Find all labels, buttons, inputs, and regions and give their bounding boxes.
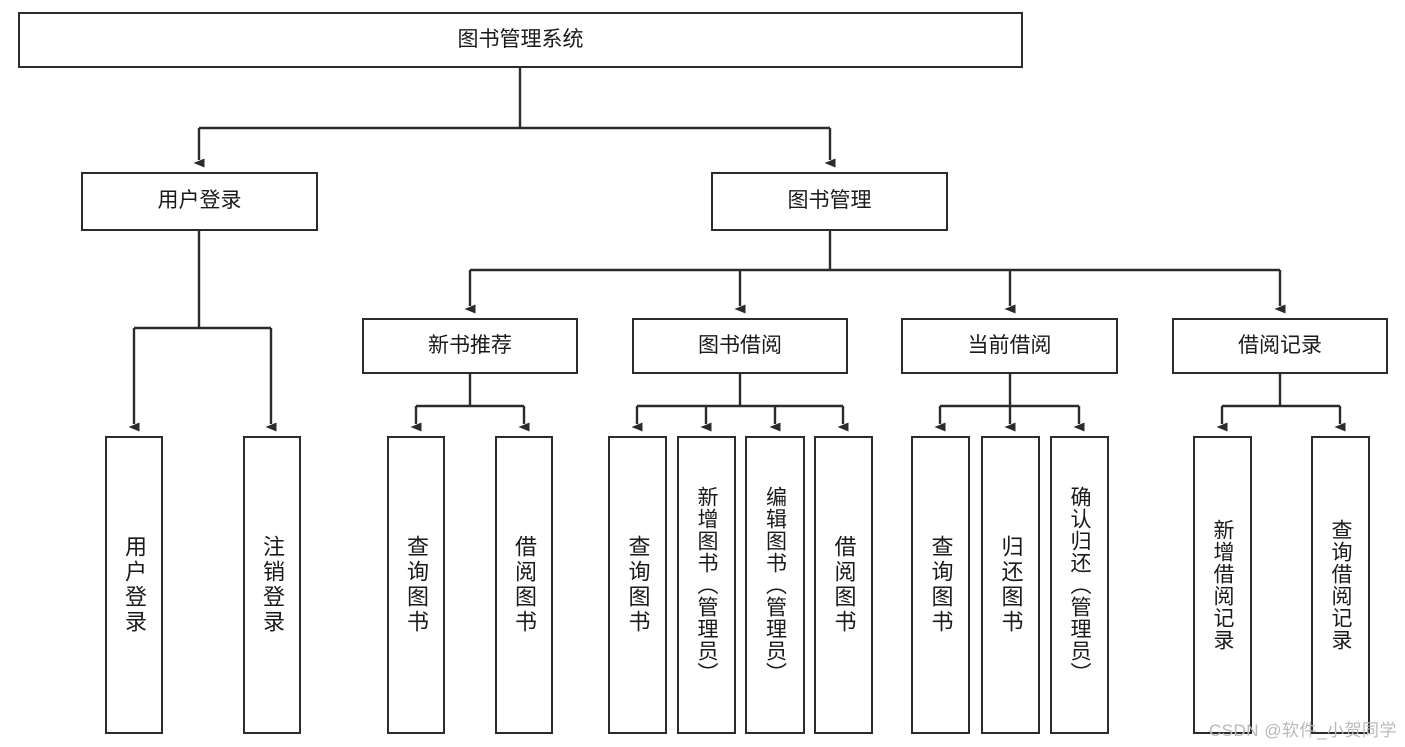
node-label: 当前借阅	[967, 333, 1052, 357]
leaf-user-login[interactable]: 用户登录	[105, 436, 163, 734]
leaf-return-book[interactable]: 归还图书	[981, 436, 1040, 734]
leaf-borrow-book-recommend[interactable]: 借阅图书	[495, 436, 553, 734]
node-new-book-recommend[interactable]: 新书推荐	[362, 318, 578, 374]
node-label: 确认归还（管理员）	[1068, 486, 1091, 684]
node-current-borrow[interactable]: 当前借阅	[901, 318, 1118, 374]
node-label: 用户登录	[122, 535, 147, 635]
node-book-borrow[interactable]: 图书借阅	[632, 318, 848, 374]
leaf-confirm-return-admin[interactable]: 确认归还（管理员）	[1050, 436, 1109, 734]
node-label: 借阅图书	[512, 535, 537, 635]
node-label: 查询图书	[404, 535, 429, 635]
node-label: 编辑图书（管理员）	[763, 486, 787, 684]
node-label: 借阅记录	[1238, 333, 1322, 357]
leaf-query-borrow-record[interactable]: 查询借阅记录	[1311, 436, 1370, 734]
node-book-management[interactable]: 图书管理	[711, 172, 948, 231]
leaf-query-book-recommend[interactable]: 查询图书	[387, 436, 445, 734]
node-label: 归还图书	[998, 535, 1024, 635]
node-label: 图书管理系统	[457, 27, 584, 51]
leaf-logout[interactable]: 注销登录	[243, 436, 301, 734]
leaf-query-book-borrow[interactable]: 查询图书	[608, 436, 667, 734]
node-label: 查询图书	[928, 535, 954, 635]
leaf-query-book-current[interactable]: 查询图书	[911, 436, 970, 734]
node-label: 查询借阅记录	[1329, 519, 1352, 651]
leaf-add-book-admin[interactable]: 新增图书（管理员）	[677, 436, 736, 734]
node-label: 借阅图书	[831, 535, 857, 635]
node-label: 图书借阅	[698, 333, 782, 357]
node-label: 新增图书（管理员）	[695, 486, 718, 684]
node-label: 注销登录	[260, 535, 285, 635]
leaf-edit-book-admin[interactable]: 编辑图书（管理员）	[745, 436, 805, 734]
node-label: 新书推荐	[428, 333, 512, 357]
node-label: 查询图书	[625, 535, 651, 635]
leaf-add-borrow-record[interactable]: 新增借阅记录	[1193, 436, 1252, 734]
node-borrow-record[interactable]: 借阅记录	[1172, 318, 1388, 374]
node-user-login[interactable]: 用户登录	[81, 172, 318, 231]
node-label: 新增借阅记录	[1211, 519, 1234, 651]
leaf-borrow-book[interactable]: 借阅图书	[814, 436, 873, 734]
node-root-system[interactable]: 图书管理系统	[18, 12, 1023, 68]
node-label: 用户登录	[157, 189, 242, 213]
node-label: 图书管理	[787, 189, 872, 213]
